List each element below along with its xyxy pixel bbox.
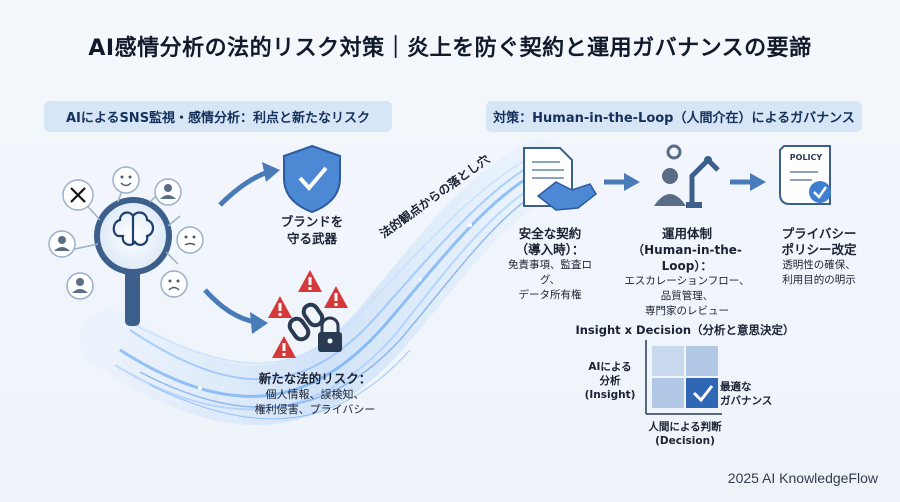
matrix-title: Insight x Decision（分析と意思決定） (575, 323, 795, 337)
policy-doc-label: POLICY (789, 153, 823, 162)
step-policy: プライバシー ポリシー改定 透明性の確保、 利用目的の明示 (781, 226, 857, 286)
light-stream (80, 140, 570, 425)
lock-icon (318, 316, 342, 352)
broken-chain-icon (287, 302, 325, 342)
risk-label: 新たな法的リスク： 個人情報、誤検知、 権利侵害、プライバシー (254, 371, 376, 416)
insight-decision-matrix (645, 340, 722, 415)
brain-icon (112, 211, 155, 246)
neutral-face-icon (176, 226, 204, 254)
page-title: AI感情分析の法的リスク対策｜炎上を防ぐ契約と運用ガバナンスの要諦 (88, 36, 812, 61)
smiley-icon (112, 166, 140, 194)
policy-document-icon (779, 145, 831, 205)
step-operation: 運用体制 （Human-in-the-Loop）： エスカレーションフロー、 品… (624, 226, 750, 317)
matrix-y-label: AIによる 分析 (Insight) (584, 361, 636, 401)
sad-face-icon (160, 270, 188, 298)
handshake-icon (536, 181, 597, 211)
footer-credit: 2025 AI KnowledgeFlow (727, 470, 878, 486)
human-in-the-loop-icon (654, 144, 720, 208)
arrow-to-risk-icon (203, 288, 257, 325)
user-avatar-icon (48, 230, 76, 258)
warning-icon (324, 286, 348, 308)
warning-icon (268, 296, 292, 318)
warning-icon (272, 336, 296, 358)
arrow-to-shield-icon (218, 169, 269, 207)
user-avatar-icon (154, 178, 182, 206)
shield-check-icon (283, 144, 341, 214)
check-icon (692, 385, 714, 403)
x-social-icon (62, 179, 94, 211)
left-section-header: AIによるSNS監視・感情分析：利点と新たなリスク (44, 101, 392, 132)
matrix-x-label: 人間による判断 (Decision) (648, 421, 722, 447)
matrix-quadrant-label: 最適な ガバナンス (720, 381, 773, 407)
right-section-header: 対策：Human-in-the-Loop（人間介在）によるガバナンス (486, 101, 862, 132)
user-avatar-icon (66, 272, 94, 300)
warning-icon (298, 270, 322, 292)
brand-label: ブランドを 守る武器 (280, 214, 344, 246)
step-contract: 安全な契約 （導入時）： 免責事項、監査ログ、 データ所有権 (508, 226, 592, 301)
